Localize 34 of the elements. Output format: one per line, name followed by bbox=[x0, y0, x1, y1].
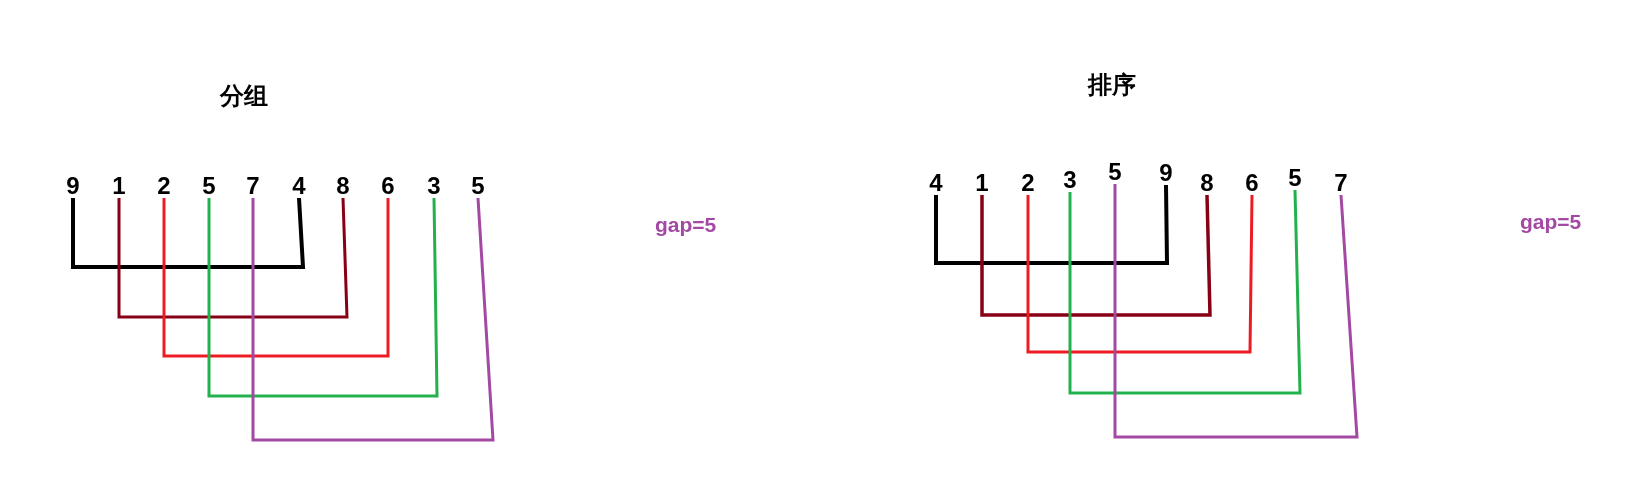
number: 1 bbox=[111, 174, 127, 198]
bracket-line bbox=[1113, 184, 1359, 439]
heading: 分组 bbox=[220, 84, 268, 108]
heading: 排序 bbox=[1088, 73, 1136, 97]
number: 2 bbox=[156, 174, 172, 198]
number: 8 bbox=[1199, 171, 1215, 195]
bracket-line bbox=[980, 194, 1212, 317]
gap-label: gap=5 bbox=[1520, 211, 1582, 232]
number: 1 bbox=[974, 171, 990, 195]
bracket-line bbox=[117, 197, 349, 319]
number: 5 bbox=[201, 174, 217, 198]
number: 5 bbox=[470, 174, 486, 198]
number: 5 bbox=[1107, 160, 1123, 184]
number: 9 bbox=[1158, 161, 1174, 185]
number: 8 bbox=[335, 174, 351, 198]
number: 7 bbox=[1333, 171, 1349, 195]
bracket-line bbox=[251, 197, 495, 442]
bracket-line bbox=[934, 184, 1170, 265]
number: 3 bbox=[1062, 168, 1078, 192]
bracket-line bbox=[1068, 189, 1302, 395]
number: 2 bbox=[1020, 171, 1036, 195]
number: 6 bbox=[380, 174, 396, 198]
number: 9 bbox=[65, 174, 81, 198]
number: 6 bbox=[1244, 171, 1260, 195]
bracket-line bbox=[207, 197, 439, 398]
number: 4 bbox=[291, 174, 307, 198]
number: 3 bbox=[426, 174, 442, 198]
gap-label: gap=5 bbox=[655, 214, 717, 235]
number: 5 bbox=[1287, 166, 1303, 190]
bracket-line bbox=[1026, 195, 1254, 354]
bracket-line bbox=[162, 198, 390, 358]
bracket-line bbox=[71, 197, 306, 269]
number: 7 bbox=[245, 174, 261, 198]
number: 4 bbox=[928, 171, 944, 195]
